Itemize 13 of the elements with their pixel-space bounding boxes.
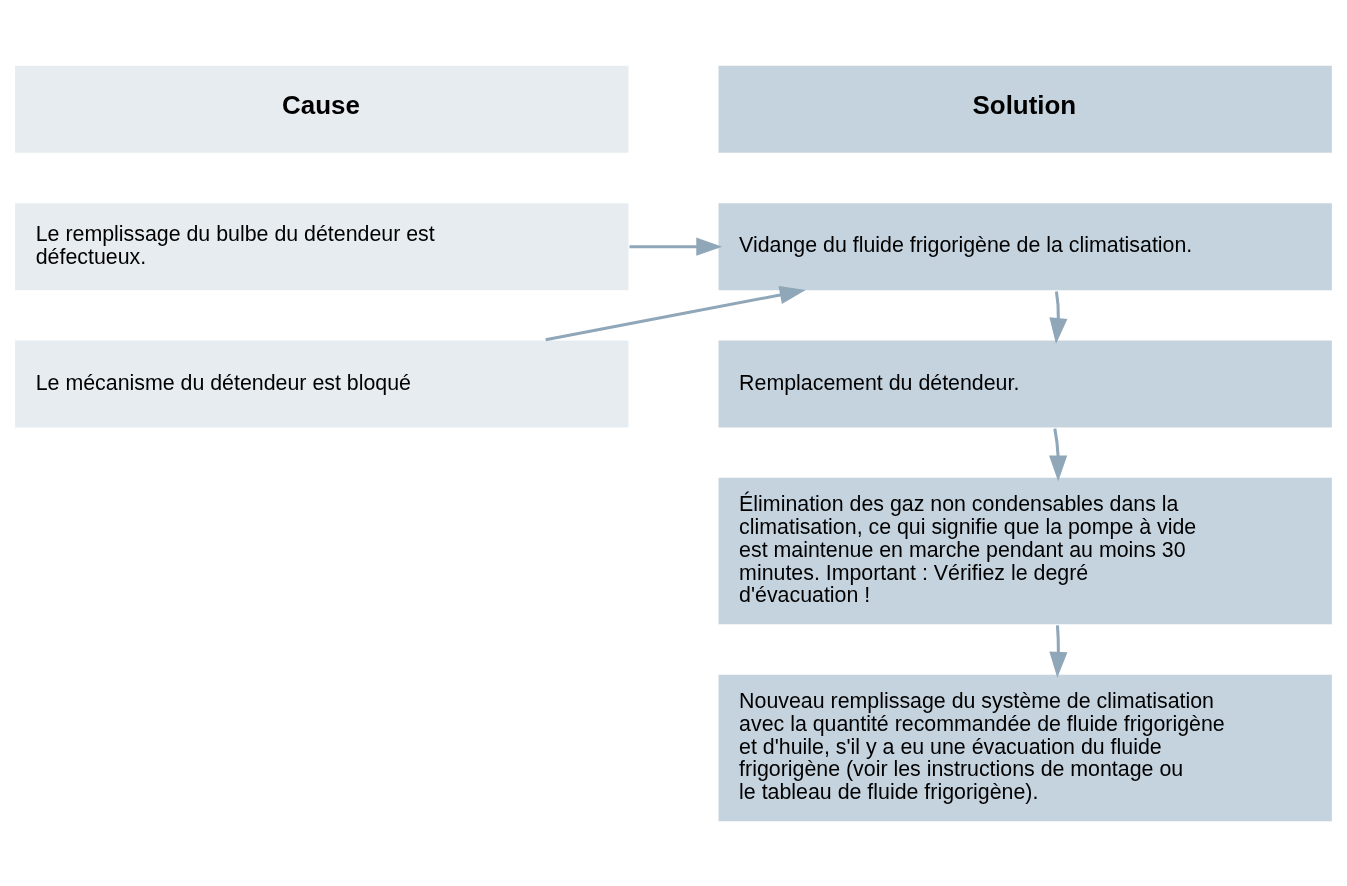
arrow (1049, 290, 1068, 344)
node-box: Nouveau remplissage du système de climatisation avec la quantité recommandée de fluide frigorigène et d'huile, s'il y a eu une évacuation du fluide frigorigène (voir les instructions de montage ou le tableau de fluide frigorigène). (717, 672, 1334, 823)
arrow (629, 237, 723, 256)
arrow (1049, 624, 1068, 678)
node-box: Élimination des gaz non condensables dans la climatisation, ce qui signifie que la pompe à vide est maintenue en marche pendant au moins 30 minutes. Important : Vérifiez le degré d'évacuation ! (717, 475, 1334, 626)
node-box: Vidange du fluide frigorigène de la climatisation. (717, 201, 1334, 292)
node-box: Cause (13, 63, 630, 154)
node-box: Solution (717, 63, 1334, 154)
arrow (1049, 427, 1068, 482)
node-box: Le mécanisme du détendeur est bloqué (13, 338, 630, 429)
node-box: Le remplissage du bulbe du détendeur est défectueux. (13, 201, 630, 292)
arrow (545, 285, 806, 341)
node-box: Remplacement du détendeur. (717, 338, 1334, 429)
